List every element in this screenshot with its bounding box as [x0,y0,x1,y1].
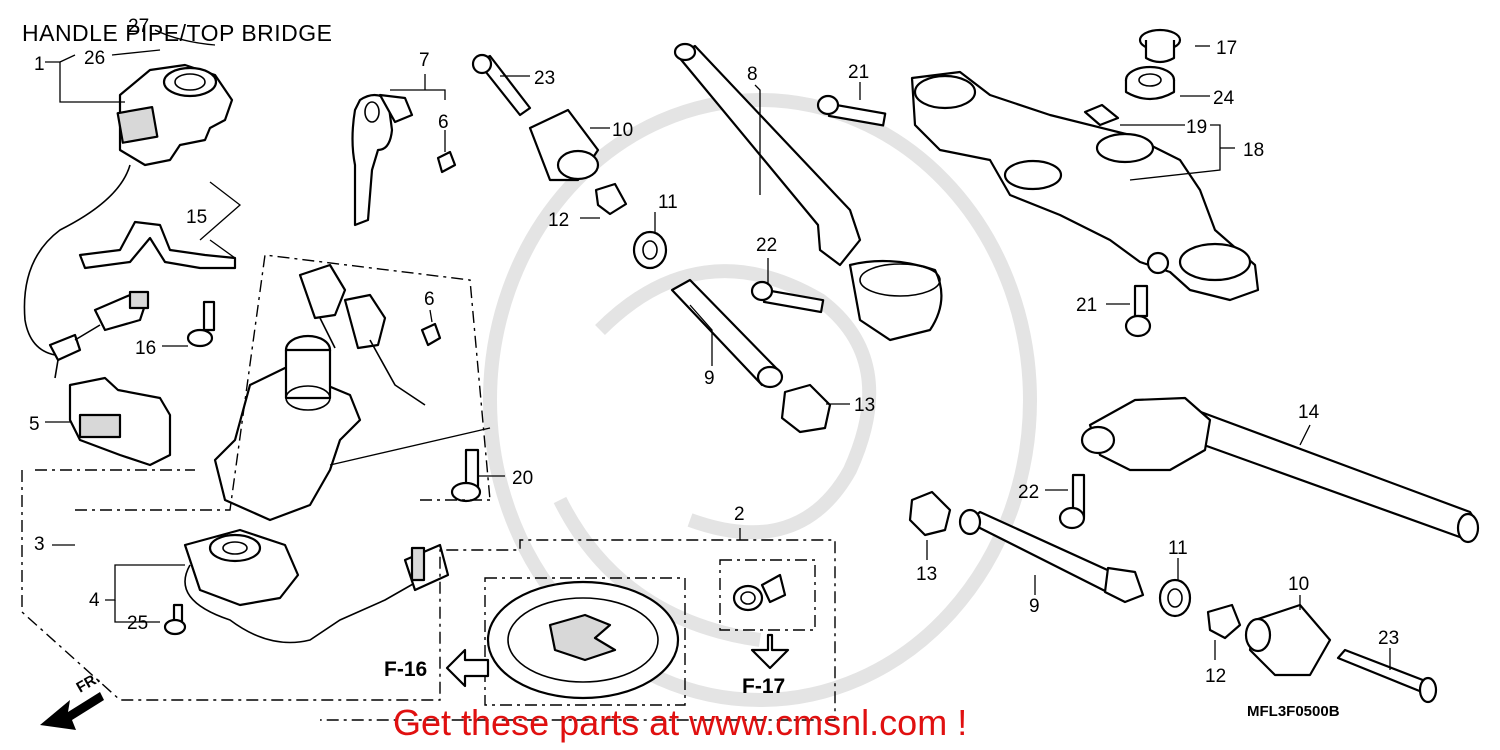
part-number: 23 [534,68,555,89]
diagram-code: MFL3F0500B [1247,703,1340,720]
connector-4 [403,543,450,592]
part-number: 4 [89,590,100,611]
part-number: 3 [34,534,45,555]
part-number: 16 [135,338,156,359]
part-number: 1 [34,54,45,75]
clip-12-bottom [1206,603,1242,640]
part-number: 7 [419,50,430,71]
switch-cover-5 [68,376,172,467]
part-number: 8 [747,64,758,85]
ref-f16: F-16 [384,658,427,681]
part-number: 17 [1216,38,1237,59]
sensor-wire [184,564,421,644]
arrow-f16 [445,648,490,688]
part-number: 5 [29,414,40,435]
rubber-11 [632,230,668,270]
part-number: 25 [127,613,148,634]
part-number: 18 [1243,140,1264,161]
shaft-9-top [670,278,784,389]
fuel-cap-plate [486,580,680,700]
direction-label: FR. [74,670,103,697]
part-number: 9 [1029,596,1040,617]
part-number: 27 [128,16,149,37]
part-number-labels: 1 26 27 15 16 5 3 4 25 2 7 6 6 20 23 10 … [29,16,1399,687]
wire-stay [78,220,237,270]
shaft-9-bottom [958,508,1145,604]
ref-f17: F-17 [742,675,785,698]
top-bridge-18 [910,70,1260,302]
washer-6b [420,322,442,347]
bolt-16 [186,300,216,348]
connector-small [93,290,150,332]
nut-24 [1124,65,1176,101]
rubber-11-bottom [1158,578,1192,618]
part-number: 14 [1298,402,1320,423]
part-number: 20 [512,468,533,489]
handlebar-8 [673,42,943,342]
arrow-f17 [750,633,790,670]
bolt-21-bottom [1124,284,1152,338]
nut-13-top [780,383,832,434]
part-number: 13 [854,395,875,416]
part-number: 11 [1168,538,1188,559]
part-number: 15 [186,207,207,228]
clip-12 [594,182,628,216]
washer-6 [436,150,457,174]
connector-wire [74,324,101,341]
direction-arrow-icon [40,692,104,730]
part-number: 12 [1205,666,1226,687]
part-number: 22 [1018,482,1039,503]
part-number: 9 [704,368,715,389]
weight-10-top [528,108,600,182]
sensor-4 [183,528,300,607]
part-number: 6 [438,112,449,133]
page-title: HANDLE PIPE/TOP BRIDGE [22,20,333,46]
bolt-22-mid [750,280,825,314]
part-number: 24 [1213,88,1235,109]
ignition-wire [23,164,131,356]
bolt-22-bottom [1058,473,1086,530]
wire-clip [48,333,82,379]
part-number: 10 [612,120,633,141]
part-number: 22 [756,235,777,256]
weight-10-bottom [1244,603,1332,677]
bolt-25 [163,603,187,636]
leader-lines [45,29,1391,670]
part-number: 21 [848,62,869,83]
promo-link[interactable]: Get these parts at www.cmsnl.com ! [393,702,968,743]
part-number: 26 [84,48,105,69]
bolt-21-top [816,94,887,127]
key-7 [351,93,414,227]
part-number: 6 [424,289,435,310]
handlebar-14 [1080,396,1480,544]
screw-23-top [471,53,532,117]
screw-20 [450,448,482,503]
key-lock [298,263,426,406]
part-number: 12 [548,210,569,231]
nut-13-bottom [908,490,952,537]
part-number: 21 [1076,295,1097,316]
part-number: 10 [1288,574,1309,595]
part-number: 2 [734,504,745,525]
lock-body [213,334,362,522]
ignition-switch-top [116,63,234,167]
key-cylinder-2 [732,573,787,612]
part-number: 19 [1186,117,1207,138]
label-19 [1083,103,1120,127]
part-number: 13 [916,564,937,585]
part-number: 23 [1378,628,1399,649]
screw-23-bottom [1336,648,1438,704]
cap-17 [1138,28,1182,64]
part-number: 11 [658,192,678,213]
